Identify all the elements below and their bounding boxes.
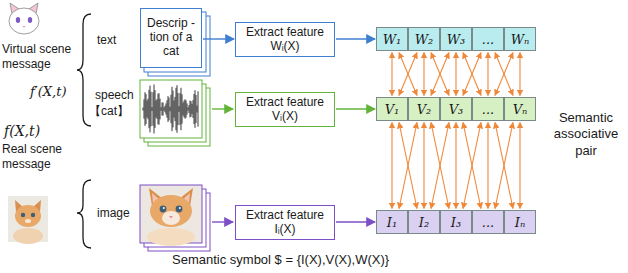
association-arrow bbox=[463, 53, 481, 96]
association-arrow bbox=[487, 123, 488, 209]
association-arrow bbox=[463, 123, 481, 209]
feed-arrow bbox=[212, 108, 233, 109]
feature-cell: ... bbox=[472, 97, 504, 121]
flow-arrow bbox=[336, 221, 375, 222]
feature-cell: V₃ bbox=[440, 97, 472, 121]
flow-arrow bbox=[336, 108, 375, 109]
feature-cell: V₁ bbox=[376, 97, 408, 121]
modality-label: image bbox=[97, 206, 130, 221]
feature-cell: Iₙ bbox=[504, 210, 536, 234]
node-text: Extract feature Iᵢ(X) bbox=[240, 208, 330, 237]
node-text: Iₙ bbox=[515, 215, 525, 230]
feature-cell: Vₙ bbox=[504, 97, 536, 121]
node-text: ... bbox=[482, 215, 494, 230]
node-text: Extract feature Wᵢ(X) bbox=[240, 25, 330, 54]
speech-waveform bbox=[140, 80, 210, 146]
modality-label: speech bbox=[95, 88, 134, 103]
association-arrow bbox=[495, 123, 513, 209]
association-arrow bbox=[399, 53, 417, 96]
node-text: W₃ bbox=[447, 32, 466, 47]
association-arrow bbox=[519, 53, 520, 96]
node-text: V₁ bbox=[385, 102, 400, 117]
association-arrow bbox=[495, 53, 513, 96]
feature-extractor: Extract feature Vᵢ(X) bbox=[235, 92, 335, 127]
association-arrow bbox=[399, 123, 417, 209]
association-arrow bbox=[463, 53, 481, 96]
association-arrow bbox=[463, 123, 481, 209]
flow-arrow bbox=[336, 38, 375, 39]
node-text: I₁ bbox=[387, 215, 397, 230]
scene-label: Real scene message bbox=[2, 142, 80, 172]
modality-label: 【cat】 bbox=[89, 104, 129, 119]
feature-cell: V₂ bbox=[408, 97, 440, 121]
association-arrow bbox=[391, 123, 392, 209]
association-arrow bbox=[423, 123, 424, 209]
node-text: I₂ bbox=[419, 215, 429, 230]
feed-arrow bbox=[212, 221, 233, 222]
association-arrow bbox=[391, 53, 392, 96]
node-text: W₂ bbox=[415, 32, 434, 47]
function-label: f′(X,t) bbox=[30, 84, 67, 100]
feature-cell: I₁ bbox=[376, 210, 408, 234]
brace bbox=[77, 14, 91, 126]
side-label: Semantic associative pair bbox=[546, 110, 626, 159]
feature-cell: Wₙ bbox=[504, 27, 536, 51]
feature-cell: W₃ bbox=[440, 27, 472, 51]
modality-label: text bbox=[97, 33, 116, 48]
association-arrow bbox=[495, 53, 513, 96]
node-text: Extract feature Vᵢ(X) bbox=[240, 95, 330, 124]
cat-photo-small bbox=[8, 196, 48, 244]
node-text: ... bbox=[482, 32, 494, 47]
feature-cell: W₁ bbox=[376, 27, 408, 51]
brace bbox=[77, 180, 91, 248]
association-arrow bbox=[431, 53, 449, 96]
feature-extractor: Extract feature Iᵢ(X) bbox=[235, 205, 335, 240]
association-arrow bbox=[431, 123, 449, 209]
association-arrow bbox=[455, 53, 456, 96]
node-text: I₃ bbox=[451, 215, 461, 230]
function-label: f(X,t) bbox=[4, 123, 40, 141]
association-arrow bbox=[423, 53, 424, 96]
cat-icon bbox=[9, 3, 39, 34]
association-arrow bbox=[431, 53, 449, 96]
association-arrow bbox=[399, 53, 417, 96]
feature-cell: W₂ bbox=[408, 27, 440, 51]
association-arrow bbox=[455, 123, 456, 209]
feature-cell: ... bbox=[472, 27, 504, 51]
feature-extractor: Extract feature Wᵢ(X) bbox=[235, 22, 335, 57]
formula-caption: Semantic symbol $ = {I(X),V(X),W(X)} bbox=[172, 252, 389, 268]
feature-cell: I₃ bbox=[440, 210, 472, 234]
association-arrow bbox=[431, 123, 449, 209]
feature-cell: ... bbox=[472, 210, 504, 234]
node-text: Descrip -tion of a cat bbox=[144, 17, 198, 58]
node-text: Wₙ bbox=[511, 32, 530, 47]
node-text: Vₙ bbox=[513, 102, 528, 117]
node-text: W₁ bbox=[383, 32, 402, 47]
association-arrow bbox=[519, 123, 520, 209]
association-arrow bbox=[487, 53, 488, 96]
flow-arrow bbox=[203, 38, 234, 39]
node-text: V₃ bbox=[449, 102, 464, 117]
scene-label: Virtual scene message bbox=[2, 42, 80, 72]
cat-image bbox=[140, 185, 210, 251]
association-arrow bbox=[495, 123, 513, 209]
association-arrow bbox=[399, 123, 417, 209]
node-text: V₂ bbox=[417, 102, 432, 117]
text-document: Descrip -tion of a cat bbox=[140, 8, 202, 68]
feature-cell: I₂ bbox=[408, 210, 440, 234]
node-text: ... bbox=[482, 102, 494, 117]
